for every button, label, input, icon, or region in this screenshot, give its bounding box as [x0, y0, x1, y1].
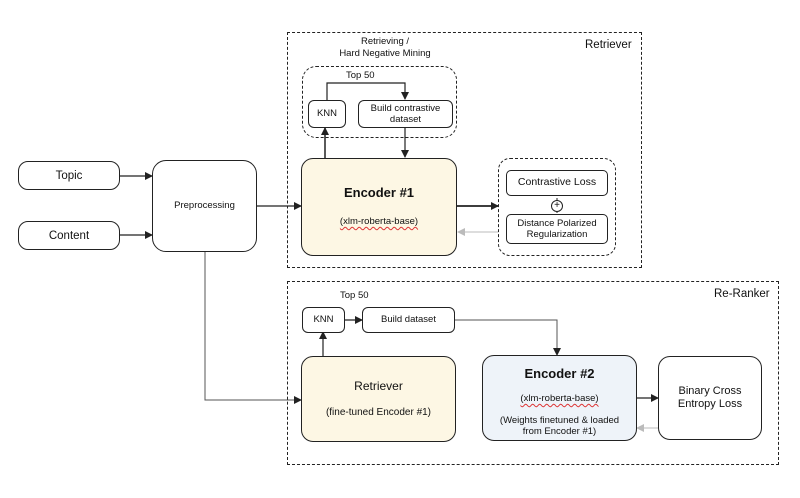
encoder2-note-line1: (Weights finetuned & loaded [499, 414, 620, 426]
retriever-group-title: Retriever [585, 39, 632, 51]
bce-loss-line1: Binary Cross [678, 385, 742, 397]
distance-polarized-line2: Regularization [526, 229, 588, 240]
distance-polarized-box: Distance Polarized Regularization [506, 214, 608, 244]
reranker-group-title: Re-Ranker [714, 288, 770, 300]
reranker-top50-label: Top 50 [340, 290, 369, 301]
plus-symbol: + [554, 200, 560, 211]
encoder1-box: Encoder #1 (xlm-roberta-base) [301, 158, 457, 256]
topic-label: Topic [55, 169, 83, 182]
knn-box: KNN [308, 100, 346, 128]
build-contrastive-box: Build contrastive dataset [358, 100, 453, 128]
knn2-box: KNN [302, 307, 345, 333]
topic-input-box: Topic [18, 161, 120, 190]
build-dataset-box: Build dataset [362, 307, 455, 333]
bce-loss-box: Binary Cross Entropy Loss [658, 356, 762, 440]
content-label: Content [48, 229, 90, 242]
knn-to-build-loop-arrow [326, 82, 409, 100]
build-contrastive-line1: Build contrastive [370, 103, 441, 114]
content-input-box: Content [18, 221, 120, 250]
build-dataset-label: Build dataset [381, 314, 436, 326]
preprocessing-label: Preprocessing [174, 200, 235, 212]
encoder1-title: Encoder #1 [343, 185, 415, 200]
retriever-group [287, 32, 642, 268]
top50-label: Top 50 [346, 70, 375, 81]
knn-label: KNN [316, 108, 338, 120]
preprocessing-to-reranker-arrow [204, 252, 302, 404]
mining-subgroup [302, 66, 457, 138]
mining-label-line1: Retrieving / [360, 36, 410, 47]
preprocessing-box: Preprocessing [152, 160, 257, 252]
encoder1-subtitle: (xlm-roberta-base) [339, 216, 419, 227]
reranker-retriever-subtitle: (fine-tuned Encoder #1) [325, 407, 432, 419]
reranker-retriever-title: Retriever [354, 379, 403, 394]
distance-polarized-line1: Distance Polarized [517, 218, 597, 229]
build-to-encoder2-arrow [455, 319, 561, 356]
loss-group [498, 158, 616, 256]
bce-loss-line2: Entropy Loss [677, 398, 743, 410]
contrastive-loss-box: Contrastive Loss [506, 170, 608, 196]
reranker-group [287, 281, 779, 465]
encoder2-title: Encoder #2 [524, 366, 595, 381]
encoder2-box: Encoder #2 (xlm-roberta-base) (Weights f… [482, 355, 637, 441]
contrastive-loss-label: Contrastive Loss [517, 176, 597, 189]
encoder2-note-line2: from Encoder #1) [522, 426, 597, 437]
encoder2-subtitle: (xlm-roberta-base) [520, 393, 599, 404]
reranker-retriever-box: Retriever (fine-tuned Encoder #1) [301, 356, 456, 442]
knn2-label: KNN [313, 314, 334, 326]
build-contrastive-line2: dataset [389, 114, 422, 125]
plus-circle-icon: + [551, 200, 563, 212]
mining-label-line2: Hard Negative Mining [339, 48, 431, 59]
